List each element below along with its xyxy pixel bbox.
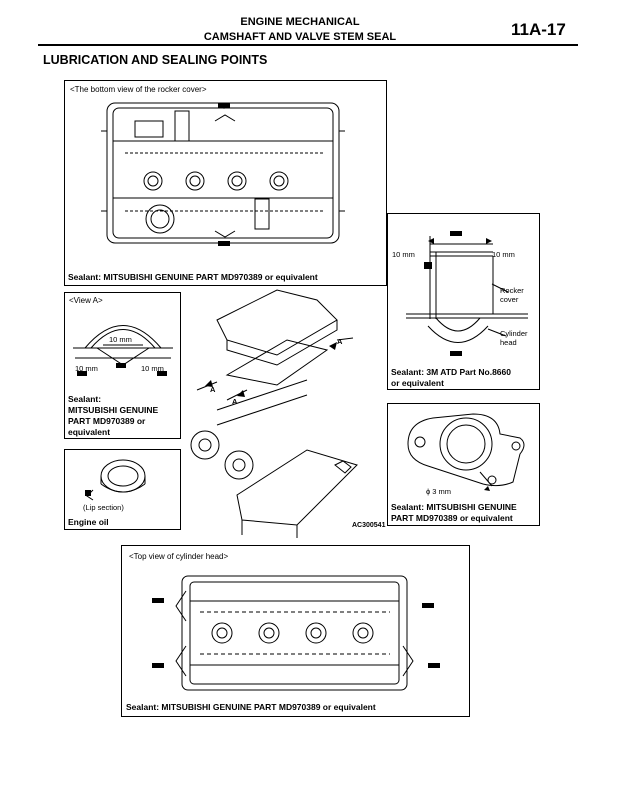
- cylinder-head-sealant: Sealant: MITSUBISHI GENUINE PART MD97038…: [126, 702, 376, 712]
- view-a-caption: <View A>: [69, 296, 103, 305]
- oil-seal-panel: (Lip section) Engine oil: [64, 449, 181, 530]
- view-a-sealant-line: Sealant:: [68, 394, 102, 404]
- view-marker-a: A: [210, 385, 216, 394]
- view-a-sealant-line: equivalent: [68, 427, 111, 437]
- rocker-cover-label-line: cover: [500, 295, 519, 304]
- detail-3m-sealant-line: or equivalent: [391, 378, 444, 388]
- thermostat-drawing: [407, 413, 525, 491]
- rocker-cover-sealant: Sealant: MITSUBISHI GENUINE PART MD97038…: [68, 272, 318, 282]
- detail-3m-dim-left: 10 mm: [392, 250, 415, 259]
- thermostat-sealant-line: PART MD970389 or equivalent: [391, 513, 513, 523]
- view-marker-a: A: [337, 337, 343, 346]
- detail-3m-sealant: Sealant: 3M ATD Part No.8660 or equivale…: [391, 367, 511, 389]
- cylinder-head-label: Cylinder head: [500, 329, 528, 347]
- cylinder-head-label-line: Cylinder: [500, 329, 528, 338]
- header-rule: [38, 44, 578, 46]
- view-a-dim-right: 10 mm: [141, 364, 164, 373]
- exploded-view-drawing: [190, 289, 358, 538]
- cylinder-head-caption: <Top view of cylinder head>: [129, 552, 229, 561]
- rocker-cover-label: Rocker cover: [500, 286, 524, 304]
- cylinder-head-label-line: head: [500, 338, 517, 347]
- detail-3m-drawing: [406, 231, 528, 356]
- view-a-panel: <View A> 10 mm 10 mm 10 mm Sealant: MITS…: [64, 292, 181, 439]
- oil-seal-drawing: [85, 459, 146, 501]
- view-a-dim-left: 10 mm: [75, 364, 98, 373]
- thermostat-sealant: Sealant: MITSUBISHI GENUINE PART MD97038…: [391, 502, 517, 524]
- page-number: 11A-17: [511, 20, 566, 39]
- view-a-sealant-line: MITSUBISHI GENUINE: [68, 405, 159, 415]
- detail-3m-sealant-line: Sealant: 3M ATD Part No.8660: [391, 367, 511, 377]
- thermostat-dim: ϕ 3 mm: [426, 487, 452, 496]
- detail-3m-dim-right: 10 mm: [492, 250, 515, 259]
- cylinder-head-drawing: [152, 575, 440, 691]
- view-a-drawing: [73, 325, 173, 376]
- header-title-line1: ENGINE MECHANICAL: [240, 16, 360, 28]
- figure-code: AC300541: [352, 522, 386, 529]
- thermostat-sealant-line: Sealant: MITSUBISHI GENUINE: [391, 502, 517, 512]
- rocker-cover-drawing: [101, 102, 345, 246]
- view-a-sealant-line: PART MD970389 or: [68, 416, 146, 426]
- rocker-cover-label-line: Rocker: [500, 286, 524, 295]
- header-title-line2: CAMSHAFT AND VALVE STEM SEAL: [203, 31, 397, 43]
- thermostat-panel: ϕ 3 mm Sealant: MITSUBISHI GENUINE PART …: [387, 403, 540, 526]
- lip-section-label: (Lip section): [83, 503, 124, 512]
- view-a-sealant: Sealant: MITSUBISHI GENUINE PART MD97038…: [68, 394, 158, 438]
- section-title: LUBRICATION AND SEALING POINTS: [43, 53, 268, 67]
- rocker-cover-panel: <The bottom view of the rocker cover> Se…: [64, 80, 387, 286]
- detail-3m-panel: 10 mm 10 mm Rocker cover Cylinder head S…: [387, 213, 540, 390]
- cylinder-head-panel: <Top view of cylinder head> Sealant: MIT…: [121, 545, 470, 717]
- view-marker-a: A: [232, 397, 238, 406]
- view-a-dim-top: 10 mm: [109, 335, 132, 344]
- rocker-cover-caption: <The bottom view of the rocker cover>: [70, 85, 207, 94]
- oil-seal-note: Engine oil: [68, 517, 109, 527]
